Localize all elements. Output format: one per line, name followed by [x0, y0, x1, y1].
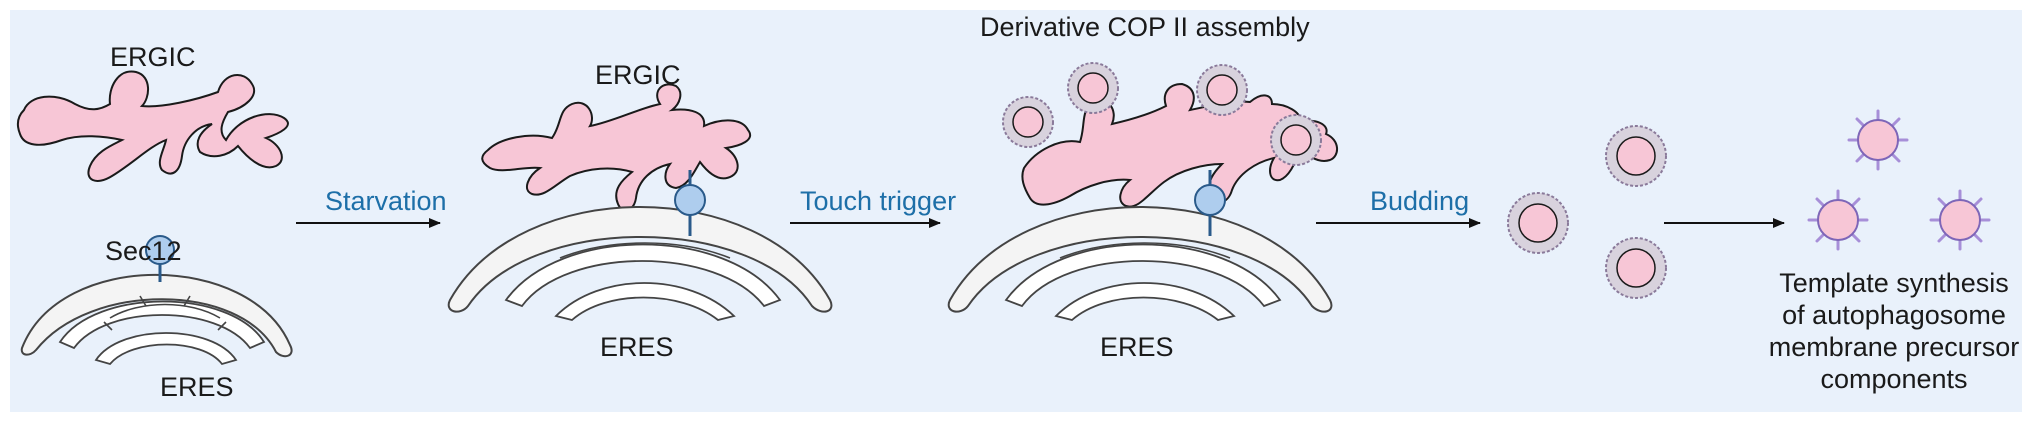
cop-ii-bud — [1196, 64, 1248, 116]
panel-2: ERGIC ERES — [447, 60, 833, 362]
ergic-label-2: ERGIC — [595, 60, 681, 90]
cop-ii-vesicle — [1605, 237, 1667, 299]
precursor-vesicle — [1929, 189, 1991, 251]
result-line-2: of autophagosome — [1782, 300, 2006, 330]
sec12-protein-3 — [1194, 170, 1226, 236]
background-panel — [10, 10, 2022, 412]
step-label-budding: Budding — [1370, 186, 1469, 216]
result-line-1: Template synthesis — [1779, 268, 2009, 298]
eres-membrane-1 — [20, 273, 293, 366]
eres-membrane-3 — [947, 206, 1333, 321]
sec12-label: Sec12 — [105, 236, 182, 266]
panel-3-title: Derivative COP II assembly — [980, 12, 1310, 42]
sec12-protein-2 — [674, 170, 706, 236]
cop-ii-bud — [1002, 96, 1054, 148]
cop-ii-vesicle — [1605, 125, 1667, 187]
eres-label-2: ERES — [600, 332, 674, 362]
eres-label-1: ERES — [160, 372, 234, 402]
eres-label-3: ERES — [1100, 332, 1174, 362]
step-label-touch-trigger: Touch trigger — [800, 186, 956, 216]
cop-ii-vesicles — [1507, 125, 1667, 299]
precursor-vesicle — [1807, 189, 1869, 251]
sec12-protein-1 — [145, 235, 175, 282]
cop-ii-coated-buds — [1002, 62, 1322, 166]
result-line-3: membrane precursor — [1769, 332, 2020, 362]
precursor-vesicle — [1847, 109, 1909, 171]
step-label-starvation: Starvation — [325, 186, 447, 216]
ergic-label-1: ERGIC — [110, 42, 196, 72]
cop-ii-bud — [1067, 62, 1119, 114]
ergic-membrane-1 — [16, 70, 289, 182]
cop-ii-vesicle — [1507, 192, 1569, 254]
ergic-membrane-2 — [481, 83, 751, 212]
panel-1: ERGIC Sec12 ERES — [16, 42, 293, 402]
eres-membrane-2 — [447, 206, 833, 321]
panel-3: Derivative COP II assembly — [947, 12, 1338, 362]
precursor-vesicles — [1807, 109, 1991, 251]
result-line-4: components — [1820, 364, 1967, 394]
cop-ii-bud — [1270, 114, 1322, 166]
result-caption: Template synthesis of autophagosome memb… — [1769, 268, 2020, 394]
